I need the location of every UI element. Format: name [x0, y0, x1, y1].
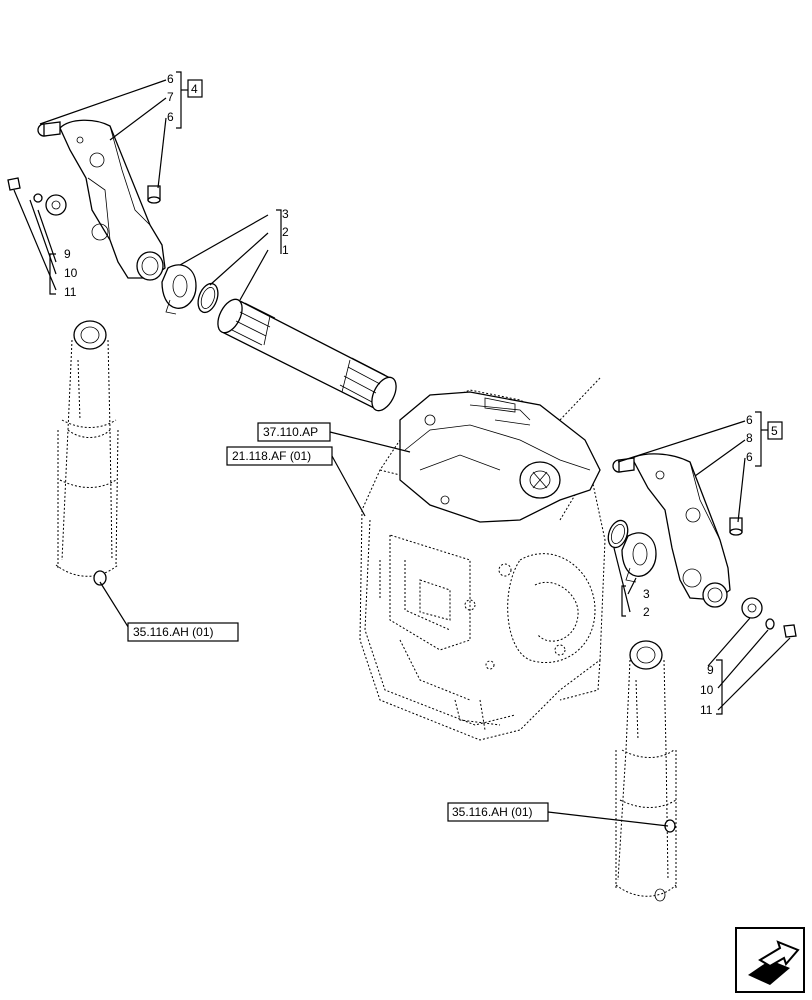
callout-10: 10 [700, 683, 714, 697]
callout-9: 9 [64, 247, 71, 261]
lift-cylinder-right [615, 640, 677, 902]
reference-cylinder-left-label: 35.116.AH (01) [133, 625, 214, 639]
callout-6: 6 [746, 450, 753, 464]
lift-cylinder-left [55, 320, 119, 586]
reference-cylinder-left[interactable]: 35.116.AH (01) [127, 622, 239, 642]
pin-left-top [37, 121, 61, 137]
reference-cylinder-right-label: 35.116.AH (01) [452, 805, 533, 819]
pin-right-top [612, 457, 635, 473]
snap-ring-right [607, 519, 629, 549]
callout-2: 2 [282, 225, 289, 239]
lift-housing-cover [399, 391, 601, 523]
callout-10: 10 [64, 266, 78, 280]
group-box-4 [187, 79, 203, 98]
callout-1: 1 [282, 243, 289, 257]
callouts-right: 6 8 6 5 3 2 9 10 11 [643, 413, 783, 717]
pin-right-bottom [729, 517, 743, 536]
reference-cylinder-right[interactable]: 35.116.AH (01) [447, 802, 549, 822]
group-number-5: 5 [771, 424, 778, 438]
callouts-center: 3 2 1 [282, 207, 289, 257]
reference-housing-label: 37.110.AP [263, 425, 318, 439]
group-number-4: 4 [191, 82, 198, 96]
callout-2: 2 [643, 605, 650, 619]
callout-3: 3 [643, 587, 650, 601]
callout-7: 7 [167, 90, 174, 104]
group-box-5 [767, 421, 783, 440]
reference-transmission[interactable]: 21.118.AF (01) [226, 446, 333, 466]
callout-9: 9 [707, 663, 714, 677]
transmission-housing [359, 377, 606, 741]
lift-arm-right [631, 453, 731, 608]
callout-6: 6 [746, 413, 753, 427]
leader-lines [13, 79, 791, 827]
thrust-washer-right [621, 532, 657, 583]
callouts-left: 6 7 6 4 9 10 11 [64, 72, 203, 299]
thrust-washer-left [161, 264, 197, 315]
forward-arrow-icon[interactable] [735, 927, 805, 993]
callout-6: 6 [167, 72, 174, 86]
callout-11: 11 [64, 285, 77, 299]
callout-brackets [49, 71, 768, 715]
callout-3: 3 [282, 207, 289, 221]
reference-housing[interactable]: 37.110.AP [257, 422, 331, 442]
pin-left-bottom [147, 185, 161, 204]
lift-arm-left [59, 119, 166, 281]
snap-ring-left [197, 282, 219, 314]
washer-bolt-right [741, 597, 797, 638]
callout-8: 8 [746, 431, 753, 445]
reference-transmission-label: 21.118.AF (01) [232, 449, 311, 463]
bolt-washer-left [7, 177, 67, 216]
callout-6: 6 [167, 110, 174, 124]
callout-11: 11 [700, 703, 713, 717]
lift-shaft [217, 298, 397, 412]
